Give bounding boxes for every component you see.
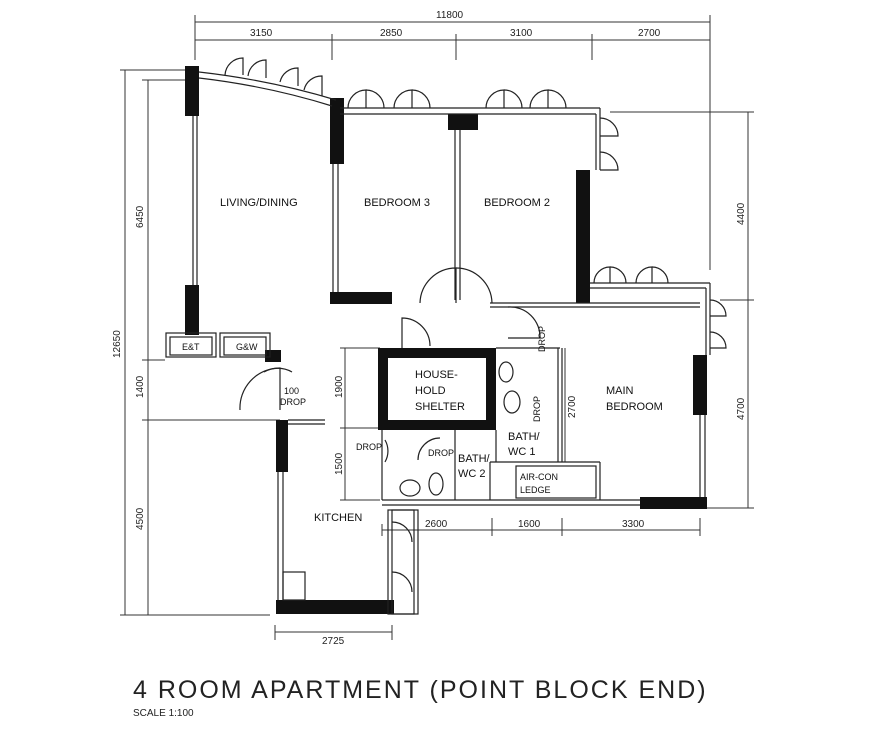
- label-bedroom-3: BEDROOM 3: [364, 197, 430, 209]
- dim-bath-height: 2700: [567, 395, 578, 418]
- dim-left-3: 4500: [135, 507, 146, 530]
- label-bath-1-a: BATH/: [508, 431, 541, 443]
- dim-left-1: 6450: [135, 205, 146, 228]
- door-swings: [224, 57, 727, 593]
- label-aircon-1: AIR-CON: [520, 472, 558, 482]
- label-drop-100: 100: [284, 386, 299, 396]
- dim-inner-3: 3300: [622, 519, 645, 530]
- label-bath-2-a: BATH/: [458, 453, 491, 465]
- dim-right-2: 4700: [736, 397, 747, 420]
- dim-inner-left-2: 1500: [334, 452, 345, 475]
- dim-top-4: 2700: [638, 28, 661, 39]
- dim-top-3: 3100: [510, 28, 533, 39]
- label-drop-main: DROP: [280, 397, 306, 407]
- label-shelter-2: HOLD: [415, 385, 446, 397]
- walls: [185, 66, 707, 614]
- dim-top-1: 3150: [250, 28, 273, 39]
- label-main-1: MAIN: [606, 385, 634, 397]
- dim-top-2: 2850: [380, 28, 403, 39]
- dim-inner-2: 1600: [518, 519, 541, 530]
- dim-kitchen-bottom: 2725: [322, 636, 345, 647]
- fixtures: [399, 361, 521, 497]
- dim-left-total: 12650: [112, 330, 123, 358]
- plan-scale: SCALE 1:100: [133, 708, 194, 719]
- label-gw: G&W: [236, 342, 258, 352]
- label-shelter-1: HOUSE-: [415, 369, 458, 381]
- label-main-2: BEDROOM: [606, 401, 663, 413]
- dimension-lines: [120, 15, 754, 640]
- label-bedroom-2: BEDROOM 2: [484, 197, 550, 209]
- plan-title: 4 ROOM APARTMENT (POINT BLOCK END): [133, 676, 708, 704]
- dim-total-top: 11800: [436, 10, 464, 21]
- label-bath-1-b: WC 1: [508, 446, 536, 458]
- label-drop-bath1-side: DROP: [532, 396, 542, 422]
- label-living-dining: LIVING/DINING: [220, 197, 298, 209]
- label-et: E&T: [182, 342, 200, 352]
- label-drop-bath1-top: DROP: [537, 326, 547, 352]
- label-kitchen: KITCHEN: [314, 512, 362, 524]
- dim-left-2: 1400: [135, 375, 146, 398]
- label-shelter-3: SHELTER: [415, 401, 465, 413]
- dim-inner-1: 2600: [425, 519, 448, 530]
- label-drop-bath2: DROP: [428, 448, 454, 458]
- label-bath-2-b: WC 2: [458, 468, 486, 480]
- dim-right-1: 4400: [736, 202, 747, 225]
- dim-inner-left-1: 1900: [334, 375, 345, 398]
- label-drop-kitchen: DROP: [356, 442, 382, 452]
- label-aircon-2: LEDGE: [520, 485, 551, 495]
